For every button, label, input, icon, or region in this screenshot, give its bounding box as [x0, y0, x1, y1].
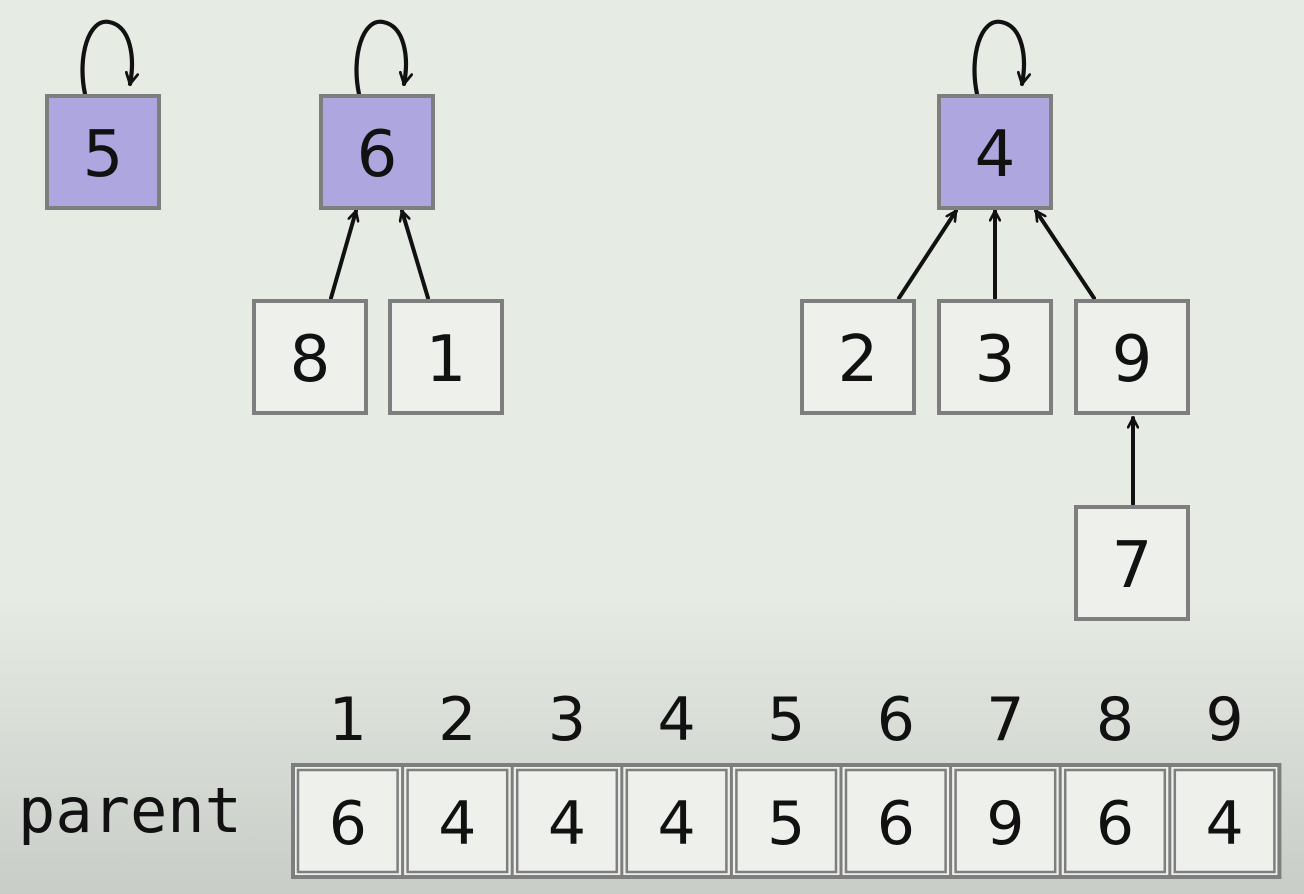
array-cell-value-4: 4 [658, 789, 696, 859]
node-label-2: 2 [838, 323, 879, 397]
array-cell-box-1 [296, 768, 399, 874]
array-cell-value-7: 9 [986, 789, 1024, 859]
array-cell-value-2: 4 [438, 789, 476, 859]
node-3: 3 [937, 299, 1053, 415]
array-cell-box-4 [625, 768, 728, 874]
array-cell-value-5: 5 [767, 789, 805, 859]
array-index-4: 4 [658, 685, 696, 755]
parent-array: parent 1 2 3 4 5 6 7 8 9 6 4 4 4 5 6 9 6 4 [18, 685, 1282, 879]
array-index-2: 2 [438, 685, 476, 755]
array-index-6: 6 [877, 685, 915, 755]
array-cell-value-8: 6 [1096, 789, 1134, 859]
node-label-7: 7 [1112, 529, 1153, 603]
array-outline [291, 763, 1282, 879]
node-box-9 [1074, 299, 1190, 415]
array-index-9: 9 [1206, 685, 1244, 755]
root-node-4: 4 [937, 94, 1053, 210]
array-cell-box-2 [406, 768, 509, 874]
node-label-8: 8 [290, 323, 331, 397]
node-box-5 [45, 94, 161, 210]
array-cell-box-6 [844, 768, 947, 874]
node-box-8 [252, 299, 368, 415]
node-8: 8 [252, 299, 368, 415]
array-cell-box-3 [515, 768, 619, 874]
edge-1-to-6 [402, 209, 430, 300]
edge-8-to-6 [329, 209, 356, 300]
array-label: parent [18, 774, 242, 847]
array-cell-box-8 [1063, 768, 1167, 874]
array-cell-value-9: 4 [1206, 789, 1244, 859]
self-loop-5 [80, 19, 131, 97]
array-index-5: 5 [767, 685, 805, 755]
root-node-6: 6 [319, 94, 435, 210]
self-loops-layer [80, 19, 1023, 97]
node-label-3: 3 [975, 323, 1016, 397]
node-1: 1 [388, 299, 504, 415]
self-loop-6 [354, 19, 405, 97]
node-box-2 [800, 299, 916, 415]
edge-2-to-4 [897, 209, 958, 300]
array-cell-value-3: 4 [548, 789, 586, 859]
self-loop-4 [972, 19, 1023, 97]
node-box-1 [388, 299, 504, 415]
edges-layer [329, 209, 1133, 506]
node-7: 7 [1074, 505, 1190, 621]
node-label-6: 6 [357, 118, 398, 192]
array-cell-box-5 [735, 768, 838, 874]
edge-9-to-4 [1034, 209, 1096, 300]
node-9: 9 [1074, 299, 1190, 415]
node-box-3 [937, 299, 1053, 415]
node-box-7 [1074, 505, 1190, 621]
array-index-8: 8 [1096, 685, 1134, 755]
array-index-7: 7 [986, 685, 1024, 755]
array-cell-value-1: 6 [329, 789, 367, 859]
root-node-5: 5 [45, 94, 161, 210]
array-index-3: 3 [548, 685, 586, 755]
node-2: 2 [800, 299, 916, 415]
array-cell-box-9 [1173, 768, 1276, 874]
node-label-9: 9 [1112, 323, 1153, 397]
node-box-4 [937, 94, 1053, 210]
node-label-5: 5 [83, 118, 124, 192]
node-label-1: 1 [426, 323, 467, 397]
array-cell-value-6: 6 [877, 789, 915, 859]
node-label-4: 4 [975, 118, 1016, 192]
array-index-1: 1 [329, 685, 367, 755]
node-box-6 [319, 94, 435, 210]
array-cell-box-7 [954, 768, 1057, 874]
